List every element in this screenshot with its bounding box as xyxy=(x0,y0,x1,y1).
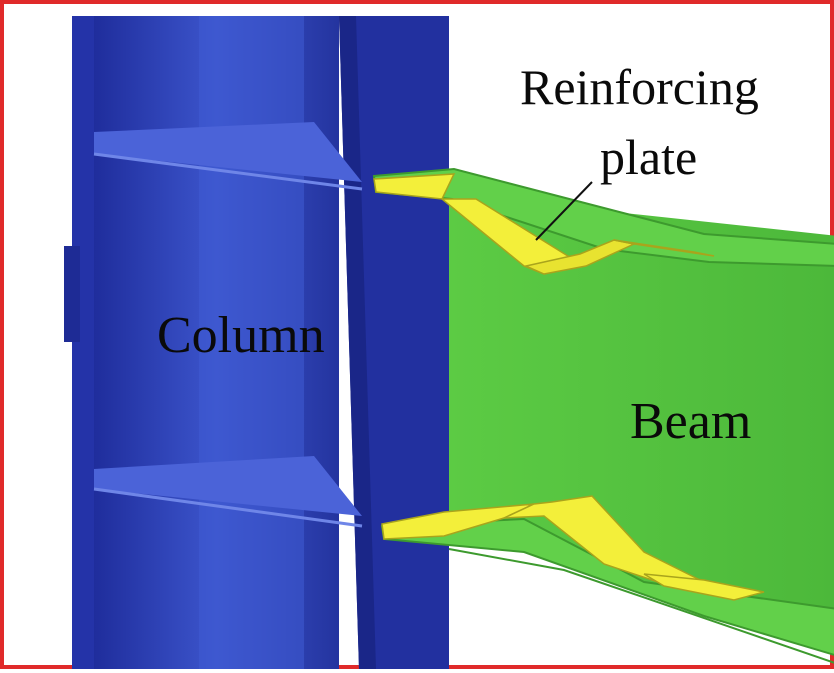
reinforcing-plate-leader-line xyxy=(535,181,593,241)
column-stiffener-upper xyxy=(94,122,362,182)
column-label: Column xyxy=(157,307,325,364)
reinforcing-plates xyxy=(373,173,765,601)
top-plate-end xyxy=(613,239,715,257)
column-section xyxy=(64,16,449,669)
reinforcing-plate-label-line1: Reinforcing xyxy=(520,59,759,115)
stiffener-lower-edge xyxy=(93,487,363,528)
bottom-plate-diagonal xyxy=(503,495,707,585)
beam-bottom-edge xyxy=(448,548,834,664)
bottom-plate-end xyxy=(643,573,765,601)
reinforcing-plate-label-line2: plate xyxy=(600,129,698,185)
beam-bottom-flange xyxy=(380,517,834,656)
column-back-flange xyxy=(72,16,100,669)
column-side-plate xyxy=(64,246,80,342)
connection-diagram xyxy=(64,16,834,669)
beam-label: Beam xyxy=(630,393,752,450)
column-stiffener-lower xyxy=(94,456,362,516)
stiffener-upper-edge xyxy=(93,152,363,191)
